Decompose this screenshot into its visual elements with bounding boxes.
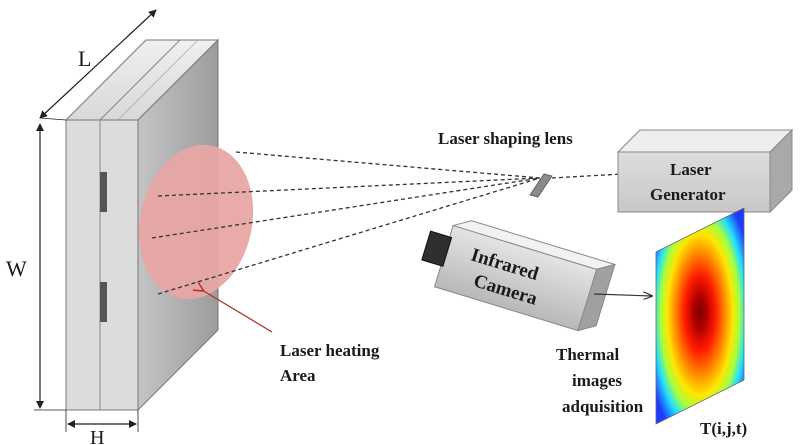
beam-line-2 xyxy=(157,177,541,197)
temperature-function-label: T(i,j,t) xyxy=(700,419,747,438)
camera-to-thermal-arrow xyxy=(593,294,652,296)
beam-line-1 xyxy=(235,151,541,179)
camera-lens xyxy=(421,230,453,267)
laser-heating-label-1: Laser heating xyxy=(280,341,380,360)
laser-generator-label-2: Generator xyxy=(650,185,726,204)
beam-line-4 xyxy=(157,177,541,295)
laser-shaping-lens xyxy=(529,173,553,198)
beam-line-source xyxy=(551,173,623,179)
thermal-label-3: adquisition xyxy=(562,397,644,416)
dim-l-ext xyxy=(39,117,67,121)
thermal-image xyxy=(655,207,745,425)
specimen-plate xyxy=(64,38,254,412)
laser-generator-top xyxy=(616,129,794,153)
thermal-label-1: Thermal xyxy=(556,345,620,364)
defect-lower xyxy=(100,282,107,322)
laser-generator: Laser Generator xyxy=(616,128,794,214)
laser-generator-front xyxy=(617,151,771,213)
laser-heating-label-2: Area xyxy=(280,366,316,385)
laser-generator-label-1: Laser xyxy=(670,160,712,179)
dim-h-label: H xyxy=(90,427,104,445)
heating-area-pointer xyxy=(202,290,273,333)
beam-line-3 xyxy=(151,177,541,239)
laser-shaping-lens-label: Laser shaping lens xyxy=(438,129,573,148)
dim-l-label: L xyxy=(78,46,91,71)
thermal-image-panel xyxy=(655,207,745,425)
laser-heating-area xyxy=(138,144,254,300)
dimension-lines: L W H xyxy=(6,9,157,445)
thermal-label-2: images xyxy=(572,371,622,390)
laser-beam-lines xyxy=(151,151,623,295)
dim-l-line xyxy=(39,9,157,119)
camera-side xyxy=(577,263,616,332)
infrared-camera: Infrared Camera xyxy=(421,220,617,332)
plate-front-face xyxy=(65,119,139,411)
defect-upper xyxy=(100,172,107,212)
dim-w-label: W xyxy=(6,256,27,281)
